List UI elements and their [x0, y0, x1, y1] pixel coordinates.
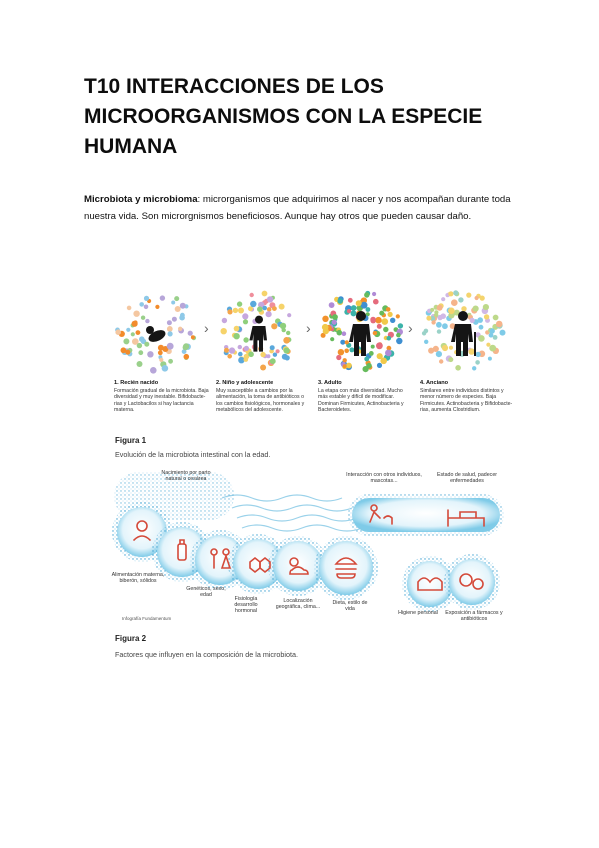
title-line-1: T10 INTERACCIONES DE LOS — [84, 75, 384, 98]
stage-4-description: 4. Anciano Similares entre individuos di… — [420, 380, 515, 414]
stage-4-circle — [420, 288, 506, 374]
chevron-right-icon: › — [306, 320, 311, 336]
burger-icon — [334, 557, 358, 579]
stage-1-microbiota — [115, 295, 197, 374]
stage-2-description: 2. Niño y adolescente Muy susceptible a … — [216, 380, 311, 414]
chevron-right-icon: › — [204, 320, 209, 336]
stage-4-title: 4. Anciano — [420, 380, 449, 386]
person-silhouette-icon — [249, 315, 267, 352]
person-silhouette-icon — [146, 326, 166, 342]
page-title: T10 INTERACCIONES DE LOS MICROORGANISMOS… — [84, 72, 524, 162]
flagella-lines — [221, 494, 363, 532]
stage-2-circle — [216, 288, 302, 374]
label-birth: Nacimiento por parto natural o cesárea — [161, 470, 211, 483]
intro-term: Microbiota y microbioma — [84, 194, 198, 205]
chevron-right-icon: › — [408, 320, 413, 336]
figure-2-caption: Factores que influyen en la composición … — [115, 650, 298, 659]
stage-2-title: 2. Niño y adolescente — [216, 380, 274, 386]
stage-1-title: 1. Recién nacido — [114, 380, 159, 386]
stage-4-text: Similares entre individuos distintos y m… — [420, 387, 513, 414]
figure-2-credit: Infografía Fundamentum — [122, 616, 172, 621]
stage-2-text: Muy susceptible a cambios por la aliment… — [216, 387, 305, 414]
hormone-icon — [249, 556, 271, 574]
label-hygiene: Higiene personal — [398, 610, 438, 616]
hospital-bed-icon — [447, 509, 485, 527]
label-exposure: Exposición a fármacos y antibióticos — [445, 610, 503, 623]
stage-3-title: 3. Adulto — [318, 380, 342, 386]
stage-3-microbiota — [320, 290, 404, 373]
stage-3-text: La etapa con más diversidad. Mucho más e… — [318, 387, 404, 414]
label-location: Localización geográfica, clima... — [275, 598, 321, 611]
cell-chain — [112, 502, 500, 612]
bacillus-right — [348, 494, 504, 536]
label-health: Estado de salud, padecer enfermedades — [436, 472, 498, 485]
stage-1-text: Formación gradual de la microbiota. Baja… — [114, 387, 209, 414]
family-icon — [210, 548, 232, 569]
person-silhouette-icon — [451, 311, 476, 356]
figure-2-label: Figura 2 — [115, 634, 147, 643]
title-line-2: MICROORGANISMOS CON LA ESPECIE — [84, 105, 483, 128]
microbiota-factors-diagram — [112, 472, 504, 612]
label-diet: Dieta, estilo de vida — [332, 600, 368, 613]
bottle-icon — [177, 539, 187, 561]
baby-icon — [133, 520, 151, 541]
stage-3-circle — [318, 288, 404, 374]
hygiene-icon — [417, 577, 443, 591]
pills-icon — [459, 573, 484, 590]
stage-4-microbiota — [421, 290, 506, 371]
person-silhouette-icon — [349, 311, 371, 356]
pet-interaction-icon — [369, 504, 393, 525]
stage-2-microbiota — [220, 290, 292, 371]
figure-1-label: Figura 1 — [115, 436, 147, 445]
figure-1-caption: Evolución de la microbiota intestinal co… — [115, 450, 271, 459]
label-feeding: Alimentación materna, biberón, sólidos — [111, 572, 165, 585]
label-genetics: Genéticos, sexo, edad — [186, 586, 226, 599]
figure-2-illustration: Nacimiento por parto natural o cesárea A… — [112, 466, 512, 630]
stage-3-description: 3. Adulto La etapa con más diversidad. M… — [318, 380, 413, 414]
intro-definition: : microrganismos que adquirimos al nacer… — [84, 194, 511, 222]
figure-1-illustration: › › › 1. Recién nacido Formación gradual… — [112, 282, 512, 432]
title-line-3: HUMANA — [84, 135, 178, 158]
intro-paragraph: Microbiota y microbioma: microrganismos … — [84, 192, 524, 225]
climate-icon — [289, 557, 309, 575]
label-physiology: Fisiología desarrollo hormonal — [234, 596, 258, 615]
pictograms — [133, 504, 485, 591]
stage-1-circle — [114, 288, 200, 374]
label-interaction: Interacción con otros individuos, mascot… — [346, 472, 422, 485]
stage-1-description: 1. Recién nacido Formación gradual de la… — [114, 380, 209, 414]
